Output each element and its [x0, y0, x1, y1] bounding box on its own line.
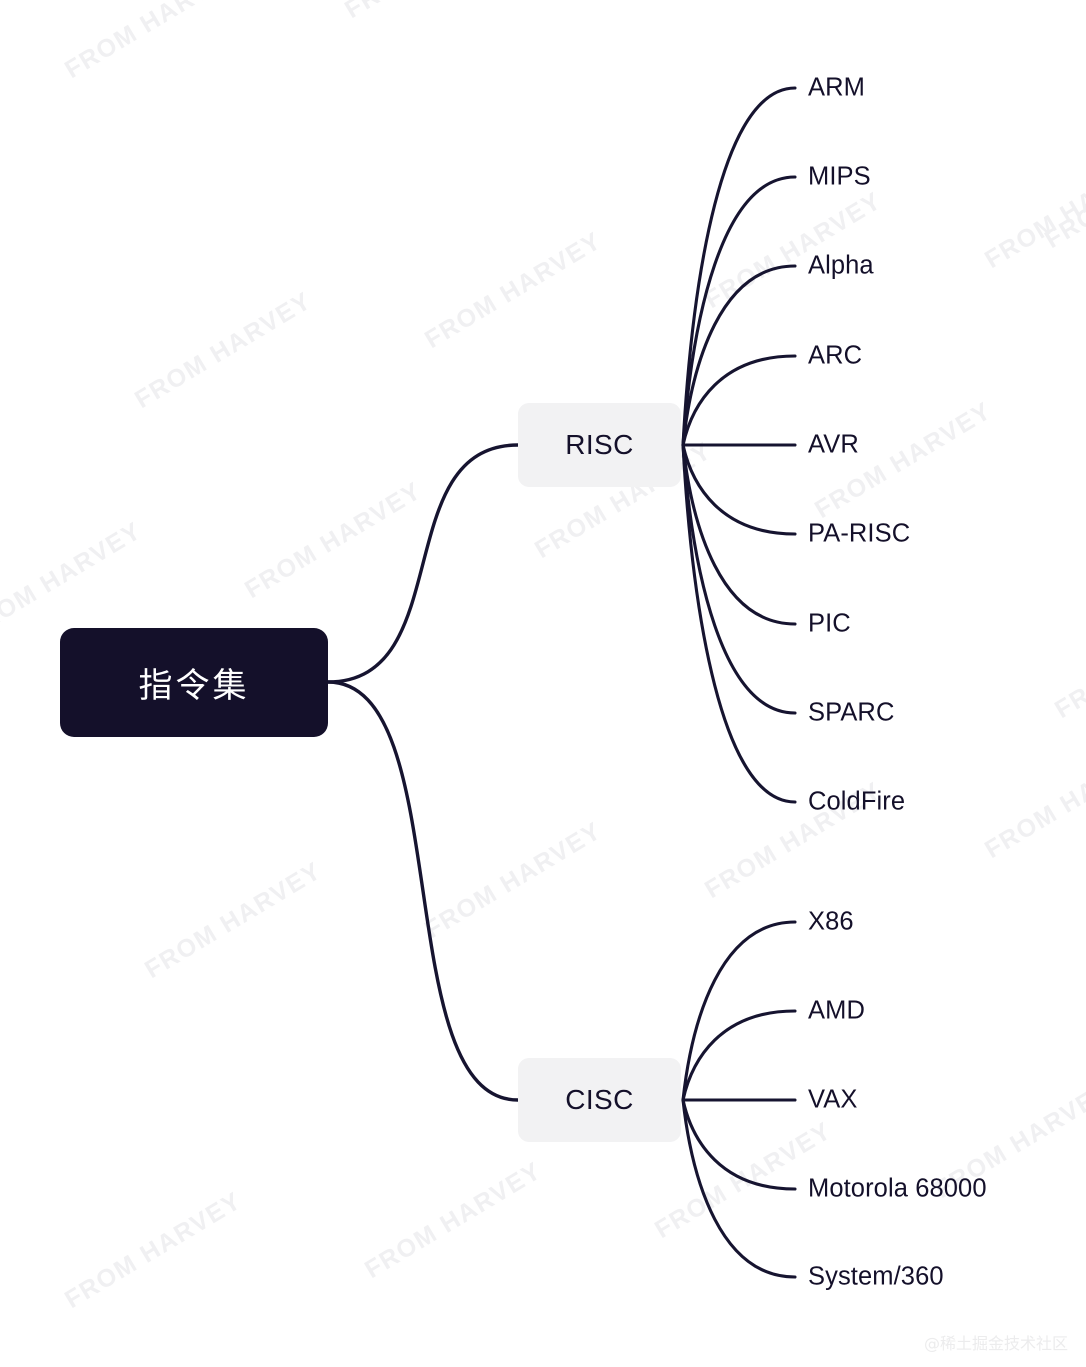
leaf-label[interactable]: System/360	[808, 1262, 944, 1291]
leaf-label[interactable]: ARM	[808, 73, 865, 102]
leaf-label[interactable]: Alpha	[808, 251, 874, 280]
edge-cisc-leaf-3	[681, 1098, 797, 1191]
leaf-label[interactable]: ARC	[808, 341, 863, 370]
edge-risc-leaf-2	[681, 264, 797, 447]
leaf-label[interactable]: SPARC	[808, 698, 895, 727]
leaf-label[interactable]: VAX	[808, 1085, 858, 1114]
edge-risc-leaf-8	[681, 443, 797, 804]
branch-node-cisc[interactable]: CISC	[518, 1058, 681, 1142]
root-node-label: 指令集	[138, 666, 250, 706]
leaf-label[interactable]: X86	[808, 907, 854, 936]
leaf-label[interactable]: AVR	[808, 430, 859, 459]
leaf-label[interactable]: PIC	[808, 609, 851, 638]
edge-root-to-cisc	[326, 680, 520, 1102]
root-node[interactable]: 指令集	[60, 628, 328, 737]
leaf-label[interactable]: MIPS	[808, 162, 871, 191]
edge-root-to-risc	[326, 443, 520, 684]
edge-cisc-leaf-0	[681, 920, 797, 1102]
leaf-label[interactable]: ColdFire	[808, 787, 906, 816]
leaf-label[interactable]: Motorola 68000	[808, 1174, 987, 1203]
edge-risc-leaf-3	[681, 354, 797, 447]
edge-risc-leaf-0	[681, 86, 797, 447]
branch-node-risc-label: RISC	[565, 429, 634, 460]
edge-risc-leaf-1	[681, 175, 797, 447]
leaf-label[interactable]: PA-RISC	[808, 519, 911, 548]
branch-node-cisc-label: CISC	[565, 1084, 634, 1115]
edge-risc-leaf-5	[681, 443, 797, 536]
branch-node-risc[interactable]: RISC	[518, 403, 681, 487]
edge-cisc-leaf-1	[681, 1009, 797, 1102]
edge-risc-leaf-6	[681, 443, 797, 626]
leaf-label[interactable]: AMD	[808, 996, 865, 1025]
source-credit: @稀土掘金技术社区	[923, 1334, 1068, 1353]
edge-cisc-leaf-4	[681, 1098, 797, 1279]
